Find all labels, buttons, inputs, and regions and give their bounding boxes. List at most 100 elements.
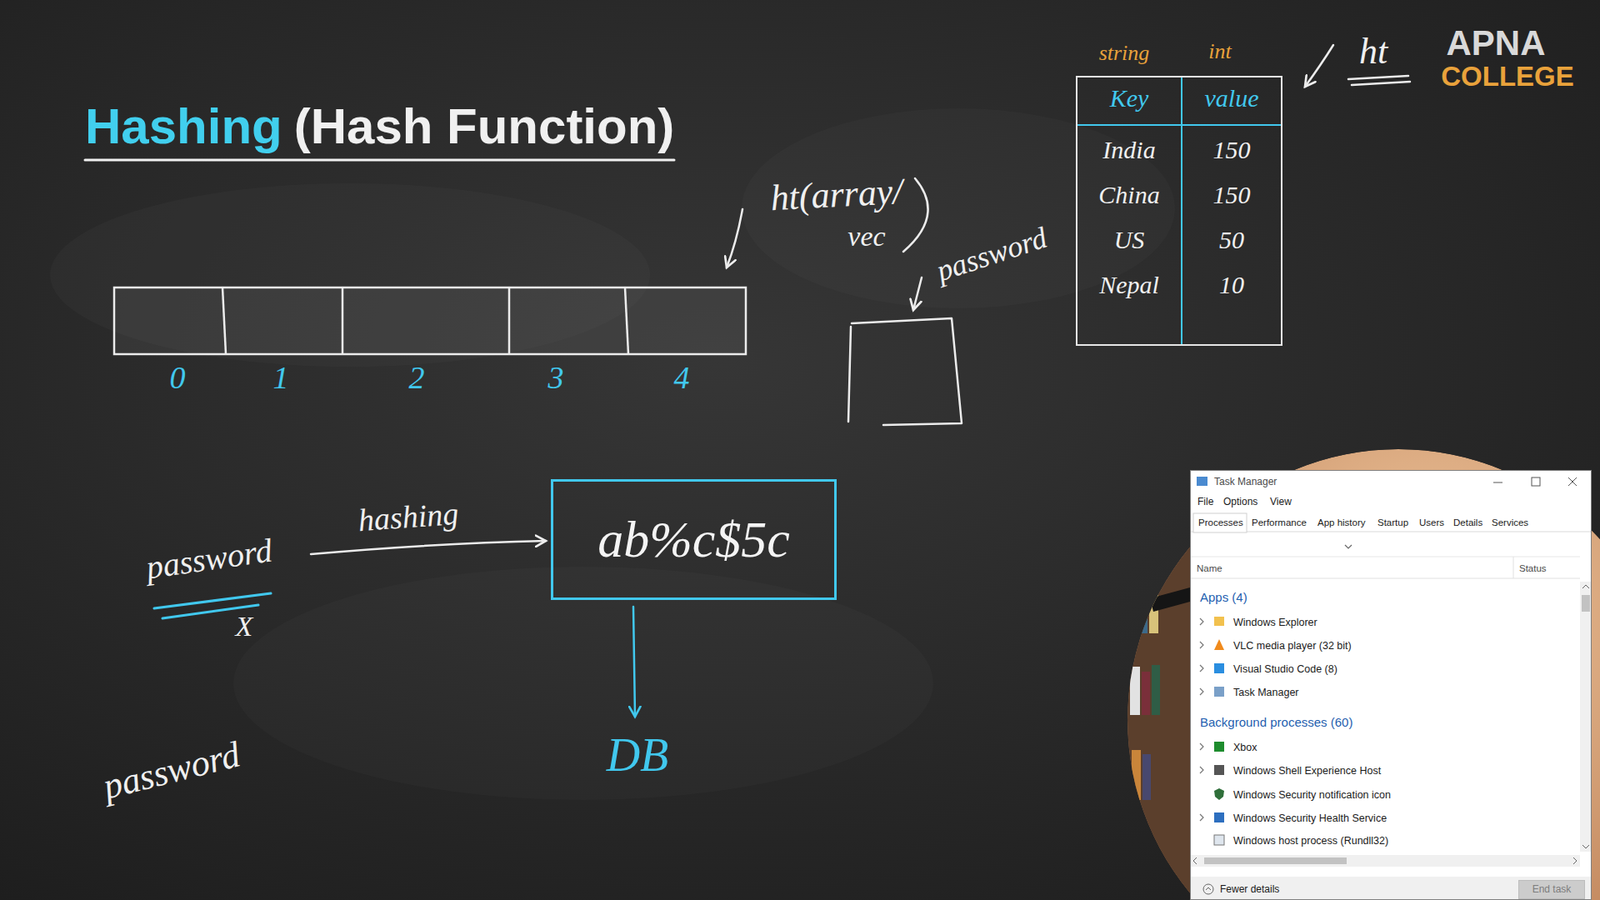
maximize-button: [1531, 477, 1540, 486]
scroll-thumb: [1204, 857, 1347, 865]
process-icon: [1214, 788, 1225, 800]
minimize-button: [1493, 482, 1503, 484]
hash-value: ab%c$5c: [597, 510, 790, 570]
store-arrow: [633, 606, 635, 717]
book: [1142, 754, 1151, 800]
expand-chevron: [1200, 814, 1204, 821]
array-index: 3: [548, 361, 565, 394]
title-subtitle: (Hash Function): [294, 101, 675, 152]
mic-arm: [1150, 587, 1190, 612]
chalk-smudge: [233, 566, 934, 800]
selected-tab: [1193, 513, 1247, 533]
book: [1130, 666, 1140, 715]
type-note: int: [1208, 40, 1231, 63]
task-manager-window: Task ManagerFileOptionsViewProcessesPerf…: [1190, 470, 1592, 900]
table-value: 10: [1182, 260, 1281, 345]
tab: App history: [1317, 517, 1366, 529]
table-header: value: [1182, 77, 1281, 126]
table-key: US: [1077, 215, 1183, 261]
pointer-arrow: [726, 209, 743, 268]
array-divider: [341, 287, 345, 355]
array-divider: [508, 287, 511, 355]
close-button: [1568, 477, 1577, 486]
input-label: password: [144, 534, 275, 585]
book: [1141, 671, 1150, 715]
table-header: Key: [1077, 77, 1183, 126]
array-note: ht(array/: [770, 173, 905, 217]
status-bar: [1190, 876, 1592, 900]
process-name: VLC media player (32 bit): [1233, 640, 1352, 652]
collapse-icon: [1205, 887, 1211, 890]
book: [1130, 583, 1139, 634]
expand-chevron: [1200, 688, 1204, 695]
underline: [1348, 75, 1409, 80]
tab: Services: [1491, 517, 1529, 529]
hash-output-box: ab%c$5c: [550, 479, 837, 600]
array-divider: [222, 287, 226, 355]
slide-title: Hashing: [85, 101, 283, 152]
table-value: 50: [1182, 215, 1281, 261]
pointer-arrow: [1305, 45, 1334, 87]
scroll-arrow: [1193, 857, 1197, 865]
vertical-scrollbar: [1580, 581, 1592, 852]
horizontal-scrollbar: [1190, 855, 1580, 867]
array-index: 2: [409, 361, 425, 394]
column-header: Name: [1196, 563, 1223, 575]
array-index: 1: [273, 361, 290, 394]
scroll-arrow: [1582, 845, 1590, 849]
array-outline: [114, 287, 746, 355]
process-name: Windows Explorer: [1233, 616, 1318, 629]
logo-word: COLLEGE: [1440, 62, 1575, 90]
webcam-feed: [1125, 449, 1600, 900]
book: [1140, 588, 1148, 634]
group-header: Background processes (60): [1200, 715, 1353, 730]
logo-word: APNA: [1445, 25, 1545, 61]
process-name: Windows host process (Rundll32): [1233, 835, 1389, 847]
footer-link: Fewer details: [1220, 884, 1280, 896]
menu-item: File: [1197, 496, 1214, 509]
column-separator: [1513, 556, 1515, 579]
process-icon: [1214, 765, 1225, 775]
scroll-arrow: [1573, 857, 1577, 865]
process-name: Task Manager: [1233, 686, 1300, 699]
cross-mark: X: [235, 612, 254, 641]
tab: Details: [1453, 517, 1483, 529]
sort-chevron: [1345, 545, 1352, 549]
tab-strip-line: [1190, 531, 1592, 533]
key-value-table: KeyvalueIndia150China150US50Nepal10: [1075, 75, 1283, 346]
input-label: password: [932, 222, 1050, 286]
empty-box: [851, 318, 962, 425]
underline: [1351, 81, 1410, 85]
webcam-circle: [1127, 449, 1600, 900]
expand-chevron: [1200, 618, 1204, 625]
header-line: [1190, 556, 1580, 558]
column-header: Status: [1519, 563, 1547, 575]
expand-chevron: [1200, 641, 1204, 649]
app-icon: [1196, 476, 1208, 486]
process-icon: [1214, 835, 1225, 845]
bookshelf: [1125, 533, 1192, 900]
process-name: Visual Studio Code (8): [1233, 663, 1338, 675]
process-icon: [1214, 812, 1225, 823]
tab: Users: [1419, 517, 1445, 529]
process-icon: [1214, 686, 1225, 697]
bracket: [903, 178, 929, 252]
window-background: [1190, 470, 1592, 900]
process-name: Windows Security notification icon: [1233, 789, 1391, 801]
expand-chevron: [1200, 665, 1204, 672]
book: [1151, 665, 1160, 715]
table-value: 150: [1182, 170, 1281, 216]
expand-chevron: [1200, 743, 1204, 750]
header-line: [1190, 578, 1580, 580]
array-index: 0: [170, 361, 186, 394]
process-icon: [1214, 663, 1225, 674]
arrow-label: hashing: [357, 497, 460, 536]
scroll-arrow: [1582, 585, 1590, 589]
tab: Performance: [1251, 517, 1307, 529]
process-name: Windows Security Health Service: [1233, 812, 1387, 825]
book: [1131, 750, 1141, 800]
storage-label: DB: [606, 731, 670, 779]
tab: Startup: [1377, 517, 1409, 529]
